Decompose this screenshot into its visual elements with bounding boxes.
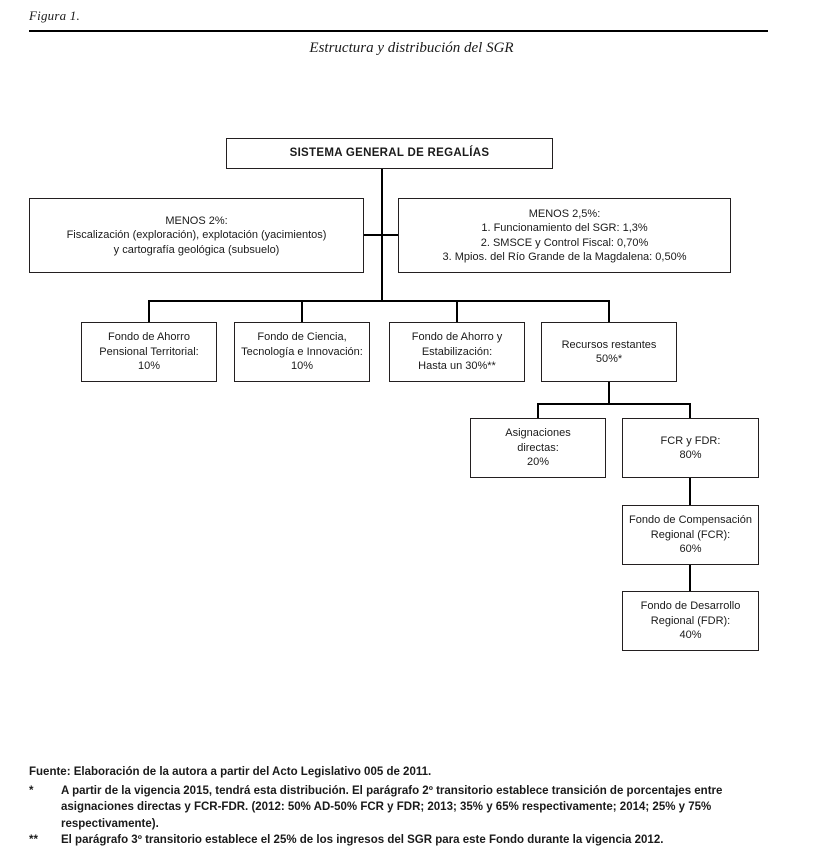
node-line: Asignaciones [505,427,571,440]
node-line: MENOS 2,5%: [528,207,601,220]
node-line: 3. Mpios. del Río Grande de la Magdalena… [442,251,687,263]
node-line: 20% [526,456,550,469]
header-rule [29,30,768,32]
node-line: FCR y FDR: [660,434,721,447]
connector-drop-fondo-ciencia [301,300,303,322]
node-fcr-y-fdr[interactable]: FCR y FDR: 80% [622,418,759,478]
node-line: Hasta un 30%** [418,360,496,373]
node-line: MENOS 2%: [165,214,228,227]
connector-split-bus [537,403,690,405]
node-line: Fondo de Desarrollo [640,600,741,613]
figure-label: Figura 1. [29,8,80,23]
node-line: Regional (FCR): [650,528,731,541]
source-note: Fuente: Elaboración de la autora a parti… [29,766,432,778]
node-asignaciones-directas[interactable]: Asignaciones directas: 20% [470,418,606,478]
node-line: Fondo de Ahorro [108,331,190,344]
node-line: 1. Funcionamiento del SGR: 1,3% [481,222,648,234]
node-line: 60% [679,543,702,556]
connector-drop-asignaciones-directas [537,403,539,419]
node-line: 50%* [595,353,623,365]
node-fondo-ahorro-estabilizacion[interactable]: Fondo de Ahorro y Estabilización: Hasta … [389,322,525,382]
node-fondo-compensacion-regional[interactable]: Fondo de Compensación Regional (FCR): 60… [622,505,759,565]
connector-drop-fcr-fdr [689,403,691,419]
connector-drop-fondo-ahorro-pensional [148,300,150,322]
node-fondo-desarrollo-regional[interactable]: Fondo de Desarrollo Regional (FDR): 40% [622,591,759,651]
connector-fcrfdr-to-fcr [689,478,691,505]
connector-recursos-to-split [608,382,610,404]
node-line: Tecnología e Innovación: [241,345,363,358]
footnote-row: ** El parágrafo 3º transitorio establece… [29,832,797,849]
node-line: y cartografía geológica (subsuelo) [113,243,280,256]
figure-title: Estructura y distribución del SGR [309,40,514,56]
node-fondo-ciencia-tecnologia-innovacion[interactable]: Fondo de Ciencia, Tecnología e Innovació… [234,322,370,382]
node-line: Pensional Territorial: [99,345,199,358]
node-line: Estabilización: [421,345,493,358]
node-line: SISTEMA GENERAL DE REGALÍAS [289,147,490,160]
node-line: Fondo de Compensación [629,514,752,527]
node-menos-2-porciento[interactable]: MENOS 2%: Fiscalización (exploración), e… [29,198,364,273]
node-line: Fondo de Ciencia, [257,331,347,344]
connector-to-menos-2 [364,234,383,236]
footnote-text: El parágrafo 3º transitorio establece el… [61,834,664,846]
node-line: 10% [137,360,161,373]
node-line: directas: [517,441,559,454]
footnote-marker: * [29,784,34,797]
connector-drop-fondo-estabilizacion [456,300,458,322]
node-line: 2. SMSCE y Control Fiscal: 0,70% [480,236,649,249]
footnote-row: * A partir de la vigencia 2015, tendrá e… [29,783,797,833]
footnote-text: A partir de la vigencia 2015, tendrá est… [61,784,723,830]
node-recursos-restantes[interactable]: Recursos restantes 50%* [541,322,677,382]
node-line: Recursos restantes [561,338,657,351]
node-line: 10% [290,360,314,373]
organizational-chart: SISTEMA GENERAL DE REGALÍAS MENOS 2%: Fi… [29,138,759,651]
node-line: Fondo de Ahorro y [411,331,503,344]
node-line: Regional (FDR): [650,614,731,627]
node-line: 40% [679,629,702,642]
node-sistema-general-de-regalias[interactable]: SISTEMA GENERAL DE REGALÍAS [226,138,553,169]
connector-fcr-to-fdr [689,565,691,591]
connector-to-menos-2-5 [381,234,400,236]
footnote-marker: ** [29,834,38,846]
connector-funds-bus [148,300,610,302]
footnotes: Fuente: Elaboración de la autora a parti… [29,764,797,849]
node-menos-2-5-porciento[interactable]: MENOS 2,5%: 1. Funcionamiento del SGR: 1… [398,198,731,273]
node-line: 80% [679,449,702,461]
node-line: Fiscalización (exploración), explotación… [66,229,327,242]
connector-drop-recursos-restantes [608,300,610,322]
node-fondo-ahorro-pensional-territorial[interactable]: Fondo de Ahorro Pensional Territorial: 1… [81,322,217,382]
